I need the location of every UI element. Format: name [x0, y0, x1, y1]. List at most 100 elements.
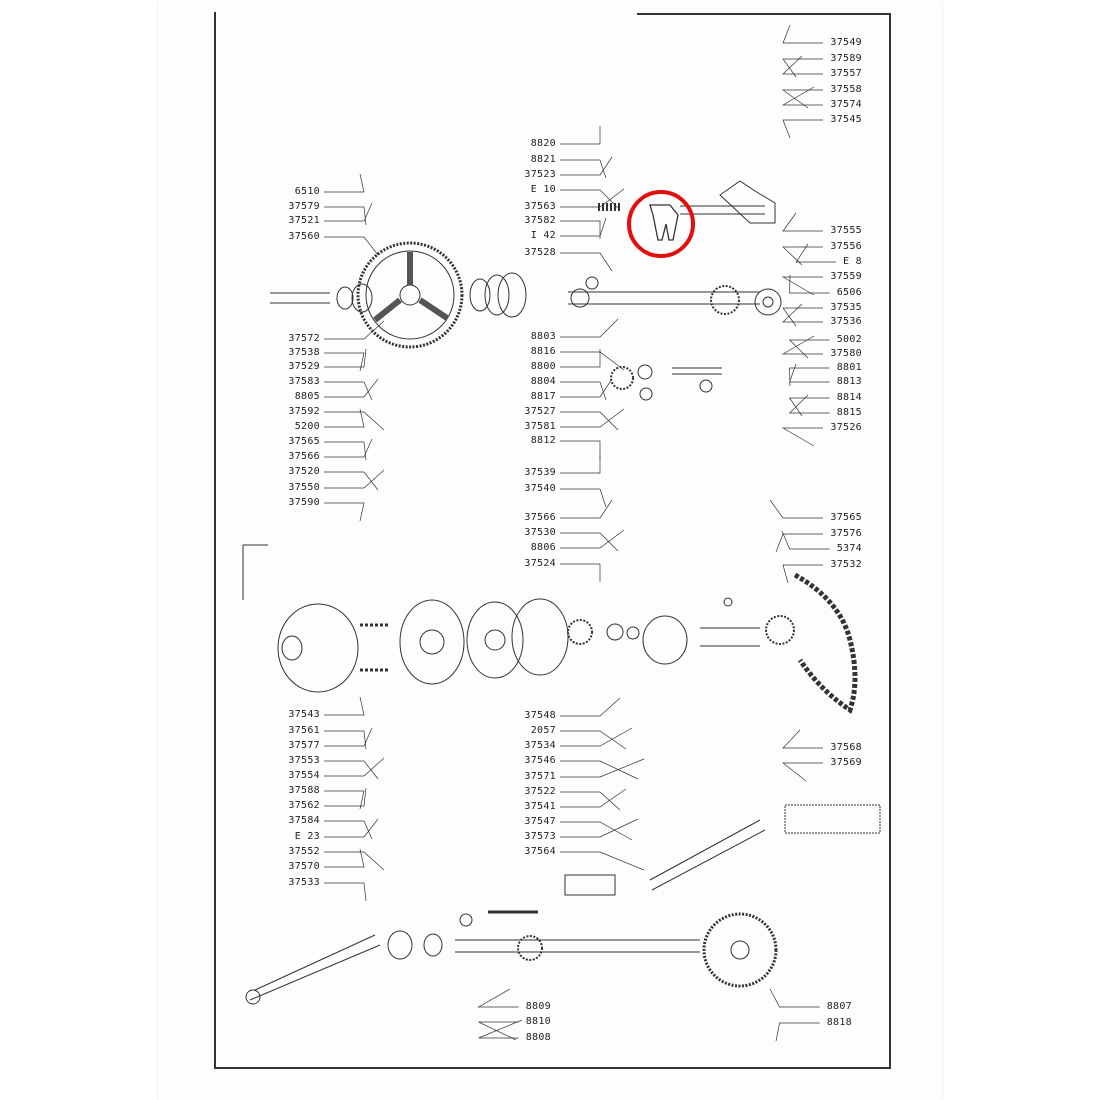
- leader-line: [324, 818, 379, 838]
- part-callout-label: 37584: [288, 815, 320, 826]
- part-callout-label: 8816: [530, 346, 556, 357]
- leader-line: [324, 790, 365, 810]
- leader-line: [560, 818, 639, 838]
- part-callout-label: 37545: [830, 114, 862, 125]
- part-callout-label: 37566: [524, 512, 556, 523]
- bracket-37549: [719, 180, 776, 224]
- leader-line: [775, 1022, 820, 1042]
- leader-line: [782, 58, 823, 78]
- part-callout-label: 8820: [530, 138, 556, 149]
- part-callout-label: 37550: [288, 482, 320, 493]
- leader-line: [795, 243, 837, 263]
- part-callout-label: 37523: [524, 169, 556, 180]
- part-callout-label: 37579: [288, 201, 320, 212]
- leader-line: [324, 378, 379, 398]
- part-callout-label: 37539: [524, 467, 556, 478]
- leader-line: [324, 760, 379, 780]
- part-callout-label: 37535: [830, 302, 862, 313]
- leader-line: [781, 530, 830, 550]
- part-callout-label: 37538: [288, 347, 320, 358]
- part-callout-label: 37563: [524, 201, 556, 212]
- part-callout-label: 8807: [826, 1001, 852, 1012]
- leader-line: [324, 469, 385, 489]
- leader-line: [324, 236, 379, 256]
- kick-lever-37571: [649, 819, 766, 891]
- part-callout-label: 8817: [530, 391, 556, 402]
- leader-line: [781, 335, 823, 355]
- part-callout-label: 37520: [288, 466, 320, 477]
- grip-37522: [564, 874, 616, 896]
- part-callout-label: 8801: [836, 362, 862, 373]
- lever-37570: [249, 934, 381, 1001]
- leader-line: [560, 499, 613, 519]
- part-callout-label: 37543: [288, 709, 320, 720]
- part-callout-label: 37521: [288, 215, 320, 226]
- part-callout-label: 8808: [525, 1032, 551, 1043]
- shift-fork-8820: [649, 204, 679, 241]
- part-callout-label: 37570: [288, 861, 320, 872]
- leader-line: [781, 276, 823, 296]
- leader-line: [324, 408, 365, 428]
- part-callout-label: 37565: [288, 436, 320, 447]
- part-callout-label: 37569: [830, 757, 862, 768]
- part-callout-label: 37561: [288, 725, 320, 736]
- part-callout-label: 37536: [830, 316, 862, 327]
- part-callout-label: 8818: [826, 1017, 852, 1028]
- leader-line: [560, 563, 601, 582]
- part-callout-label: 8800: [530, 361, 556, 372]
- leader-line: [324, 848, 365, 868]
- part-callout-label: 8803: [530, 331, 556, 342]
- leader-line: [324, 820, 373, 840]
- part-callout-label: 37576: [830, 528, 862, 539]
- scanned-sheet: [158, 0, 942, 1100]
- part-callout-label: 8810: [525, 1016, 551, 1027]
- leader-lines: [324, 24, 837, 1042]
- leader-line: [324, 502, 365, 522]
- leader-line: [782, 307, 823, 327]
- leader-line: [782, 729, 823, 749]
- leader-line: [324, 381, 373, 401]
- leader-line: [781, 427, 823, 447]
- part-callout-label: 37568: [830, 742, 862, 753]
- leader-line: [560, 758, 645, 778]
- leader-line: [560, 126, 601, 145]
- leader-line: [560, 159, 607, 179]
- kick-shaft-8808: [455, 939, 700, 953]
- part-callout-label: 8821: [530, 154, 556, 165]
- part-callout-label: 8806: [530, 542, 556, 553]
- part-callout-label: 5200: [294, 421, 320, 432]
- part-callout-label: E 8: [843, 256, 862, 267]
- leader-line: [324, 202, 373, 222]
- leader-line: [560, 791, 621, 811]
- part-callout-label: 37541: [524, 801, 556, 812]
- part-callout-label: 6506: [836, 287, 862, 298]
- part-callout-label: 37564: [524, 846, 556, 857]
- part-callout-label: 37559: [830, 271, 862, 282]
- part-callout-label: 37558: [830, 84, 862, 95]
- part-callout-label: 37582: [524, 215, 556, 226]
- leader-line: [324, 438, 373, 458]
- leader-line: [324, 851, 385, 871]
- leader-line: [478, 1019, 523, 1039]
- part-callout-label: 37589: [830, 53, 862, 64]
- part-callout-label: 37532: [830, 559, 862, 570]
- leader-line: [781, 762, 823, 782]
- leader-line: [324, 320, 385, 340]
- leader-line: [324, 471, 379, 491]
- leader-line: [560, 349, 601, 368]
- chain-37532: [793, 572, 858, 714]
- part-callout-label: 37573: [524, 831, 556, 842]
- leader-line: [324, 173, 365, 193]
- part-callout-label: 8813: [836, 376, 862, 387]
- highlight-circle: [627, 190, 695, 258]
- part-callout-label: 37534: [524, 740, 556, 751]
- bearing-rings: [336, 272, 527, 318]
- leader-line: [324, 696, 365, 716]
- part-callout-label: 2057: [530, 725, 556, 736]
- pin-37520: [242, 544, 268, 600]
- part-callout-label: 8809: [525, 1001, 551, 1012]
- part-callout-label: 37574: [830, 99, 862, 110]
- leader-line: [560, 727, 633, 747]
- part-callout-label: 8805: [294, 391, 320, 402]
- part-callout-label: 37577: [288, 740, 320, 751]
